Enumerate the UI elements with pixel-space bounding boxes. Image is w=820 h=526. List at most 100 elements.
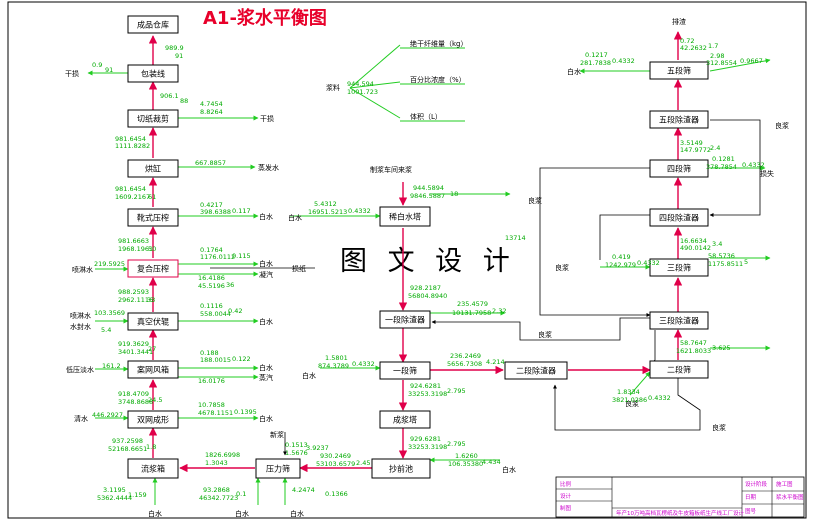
flow-value-label: 1621.8033 [676,347,711,355]
flow-value-label: 0.1366 [325,490,348,498]
flow-value-label: 981.6454 [115,135,146,143]
flow-value-label: 4.434 [482,458,501,466]
flow-value-label: 三段筛 [667,263,691,273]
flow-value-label: 1176.0112 [200,253,235,261]
flow-value-label: 558.0044 [200,310,231,318]
flow-value-label: 52168.6651 [108,445,147,453]
flow-value-label: 9846.5887 [410,192,445,200]
flow-value-label: 45.5196 [198,282,225,290]
box-wrapping: 包装线 [127,64,179,83]
label-slurry-workshop: 制浆车间来浆 [370,165,412,174]
tb-stage-value: 施工图 [776,480,793,488]
flow-value-label: 18 [450,190,458,198]
label-steam: 蒸汽 [259,373,273,382]
tb-drawing-number: 图号 [745,507,757,515]
flow-value-label: 10131.7958 [452,309,491,317]
flow-value-label: 981.6454 [115,185,146,193]
flow-value-label: 3748.8688 [118,398,153,406]
flow-value-label: 2.98 [710,52,724,60]
flow-value-label: 5 [744,258,748,266]
flow-value-label: 36 [226,281,234,289]
flow-value-label: 16951.5213 [308,208,347,216]
flow-value-label: 成浆塔 [393,415,417,425]
tb-project-name: 年产10万吨高档瓦楞纸及牛皮箱板纸生产线工厂设计 [616,509,745,517]
label-white-water-d: 白水 [259,363,273,372]
label-trim-loss: 干损 [260,114,274,123]
label-low-pressure-water: 低压淡水 [66,365,94,374]
legend-item-volume: 体积（L） [410,112,442,121]
flow-value-label: 446.2927 [92,411,123,419]
flow-value-label: 929.6281 [410,435,441,443]
flow-value-label: 五段筛 [667,66,691,76]
flow-value-label: 3.9237 [306,444,329,452]
flow-value-label: 928.2187 [410,284,441,292]
box-pulp-tower: 成浆塔 [379,410,431,429]
label-white-water-system: 白水 [235,509,249,518]
tb-drawing-name: 浆水平衡图 [776,493,804,501]
flow-value-label: 33253.3198 [408,443,447,451]
flow-value-label: 981.6663 [118,237,149,245]
box-fifth-screen: 五段筛 [649,61,709,80]
flow-value-label: 2.45 [356,459,370,467]
flow-value-label: 流浆箱 [141,464,165,474]
box-screen: 压力筛 [255,458,301,479]
flow-value-label: 989.9 [165,44,184,52]
label-vacuum-water-a: 喷淋水 [70,311,91,320]
flow-value-label: 0.115 [232,252,251,260]
flow-value-label: 四段筛 [667,164,691,174]
box-second-cleaner: 二段除渣器 [504,361,568,380]
drawing-frame [7,1,807,519]
label-white-water-g: 白水 [290,509,304,518]
flow-value-label: 1175.8511 [708,260,743,268]
label-white-water-c: 白水 [259,317,273,326]
flow-value-label: 0.9667 [740,57,763,65]
box-forming-fabric: 案网风箱 [127,360,179,379]
flow-value-label: 312.8554 [706,59,737,67]
flow-value-label: 3.625 [712,344,731,352]
box-wet-press: 靴式压榨 [127,208,179,227]
legend-item-mass: 绝干纤维量（kg） [410,39,468,48]
box-dryer: 烘缸 [127,159,179,178]
flow-value-label: 13714 [505,234,526,242]
flow-value-label: 0.117 [232,207,251,215]
title-block: 比例 设计 制图 年产10万吨高档瓦楞纸及牛皮箱板纸生产线工厂设计 设计阶段 施… [555,476,805,518]
label-reject-d: 良浆 [712,423,726,432]
box-cutting: 切纸裁剪 [127,109,179,128]
flow-value-label: 0.1 [236,490,246,498]
reject-flows [210,119,761,456]
main-flow-left [148,35,372,473]
flow-value-label: 4.214 [486,358,505,366]
flow-value-label: 0.4217 [200,201,223,209]
tb-stage-label: 设计阶段 [745,480,768,488]
flow-value-label: 1.8 [146,443,156,451]
flow-value-label: 5362.4444 [97,494,132,502]
box-fourth-cleaner: 四段除渣器 [649,208,709,227]
flow-value-label: 667.8857 [195,159,226,167]
box-second-screen: 二段筛 [649,360,709,379]
flow-value-label: 四段除渣器 [659,213,699,223]
label-reject-c: 良浆 [538,330,552,339]
label-white-water-b: 白水 [259,259,273,268]
flow-value-label: 0.4332 [637,259,660,267]
flow-value-label: 0.72 [680,37,694,45]
flow-value-label: 4.7454 [200,100,223,108]
flow-value-label: 烘缸 [145,164,161,174]
flow-value-label: 53103.6579 [316,460,355,468]
flow-value-label: 1111.8282 [115,142,150,150]
flow-value-label: 33253.3198 [408,390,447,398]
box-vacuum-press: 真空伏辊 [127,312,179,331]
flow-value-label: 一段筛 [393,366,417,376]
flow-value-label: 490.0142 [680,244,711,252]
flow-value-label: 219.5925 [94,260,125,268]
flow-value-label: 147.9772 [680,146,711,154]
flow-value-label: 33 [147,296,155,304]
flow-value-label: 930.2469 [320,452,351,460]
flow-value-label: 1.5676 [285,449,308,457]
flow-value-label: 4678.1151 [198,409,233,417]
flow-value-label: 1242.979 [605,261,636,269]
box-third-cleaner: 三段除渣器 [649,311,709,330]
label-white-water-k: 白水 [567,67,581,76]
flow-labels: 干损 干损 蒸发水 白水 白水 凝汽 喷淋水 白水 喷淋水 水封水 白水 蒸汽 … [65,17,789,518]
flow-value-label: 五段除渣器 [659,115,699,125]
box-first-cleaner: 一段除渣器 [379,310,431,329]
